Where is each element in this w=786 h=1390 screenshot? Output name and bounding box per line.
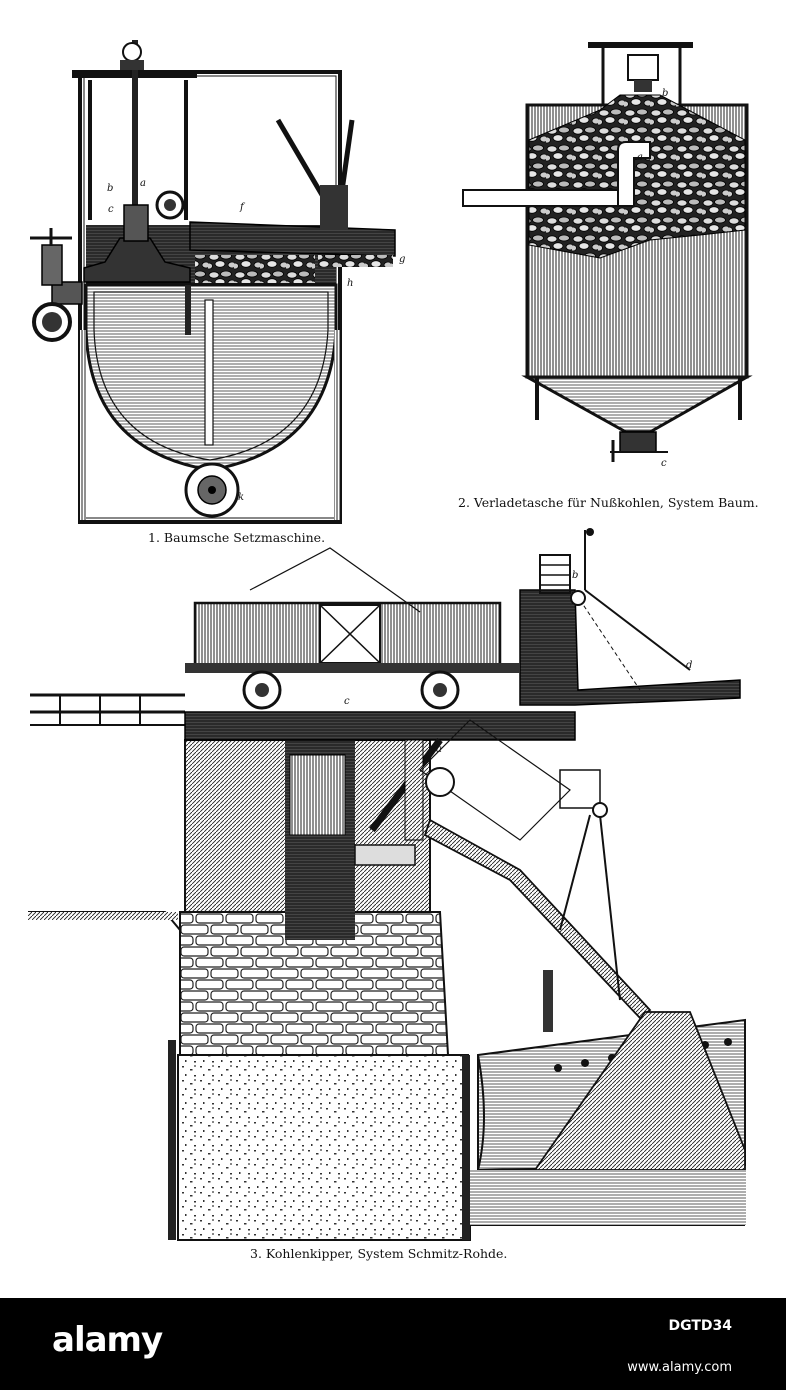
figure-1-label-h: h (347, 278, 353, 289)
figure-3-label-c: c (344, 696, 350, 707)
figure-3-drawing: a b c d (28, 528, 746, 1241)
figure-3-caption: 3. Kohlenkipper, System Schmitz-Rohde. (250, 1246, 508, 1261)
figure-2-drawing: b a c (462, 42, 753, 469)
figure-1-label-b: b (107, 183, 113, 194)
stock-footer-bar: alamy DGTD34 www.alamy.com (0, 1298, 786, 1390)
site-url-text: www.alamy.com (627, 1360, 732, 1375)
figure-1-caption: 1. Baumsche Setzmaschine. (148, 530, 326, 545)
figure-2-label-c: c (661, 458, 667, 469)
figure-1-label-k: k (238, 492, 244, 503)
figure-3-label-d: d (686, 660, 692, 671)
figure-2-caption: 2. Verladetasche für Nußkohlen, System B… (458, 495, 759, 510)
figure-2-label-a: a (637, 152, 643, 163)
figure-1-label-c: c (108, 204, 114, 215)
alamy-logo: alamy (52, 1320, 163, 1360)
figure-3-label-a: a (436, 744, 442, 755)
figure-1-label-g: g (399, 254, 405, 265)
image-id-text: DGTD34 (668, 1318, 732, 1334)
figure-1-label-a: a (140, 178, 146, 189)
figure-2-label-b: b (662, 88, 668, 99)
figure-1-drawing: a b c f g h k (30, 40, 405, 524)
figure-3-label-b: b (572, 570, 578, 581)
engraving-plate: a b c f g h k b a c (28, 40, 753, 1241)
figure-1-label-f: f (239, 202, 246, 213)
